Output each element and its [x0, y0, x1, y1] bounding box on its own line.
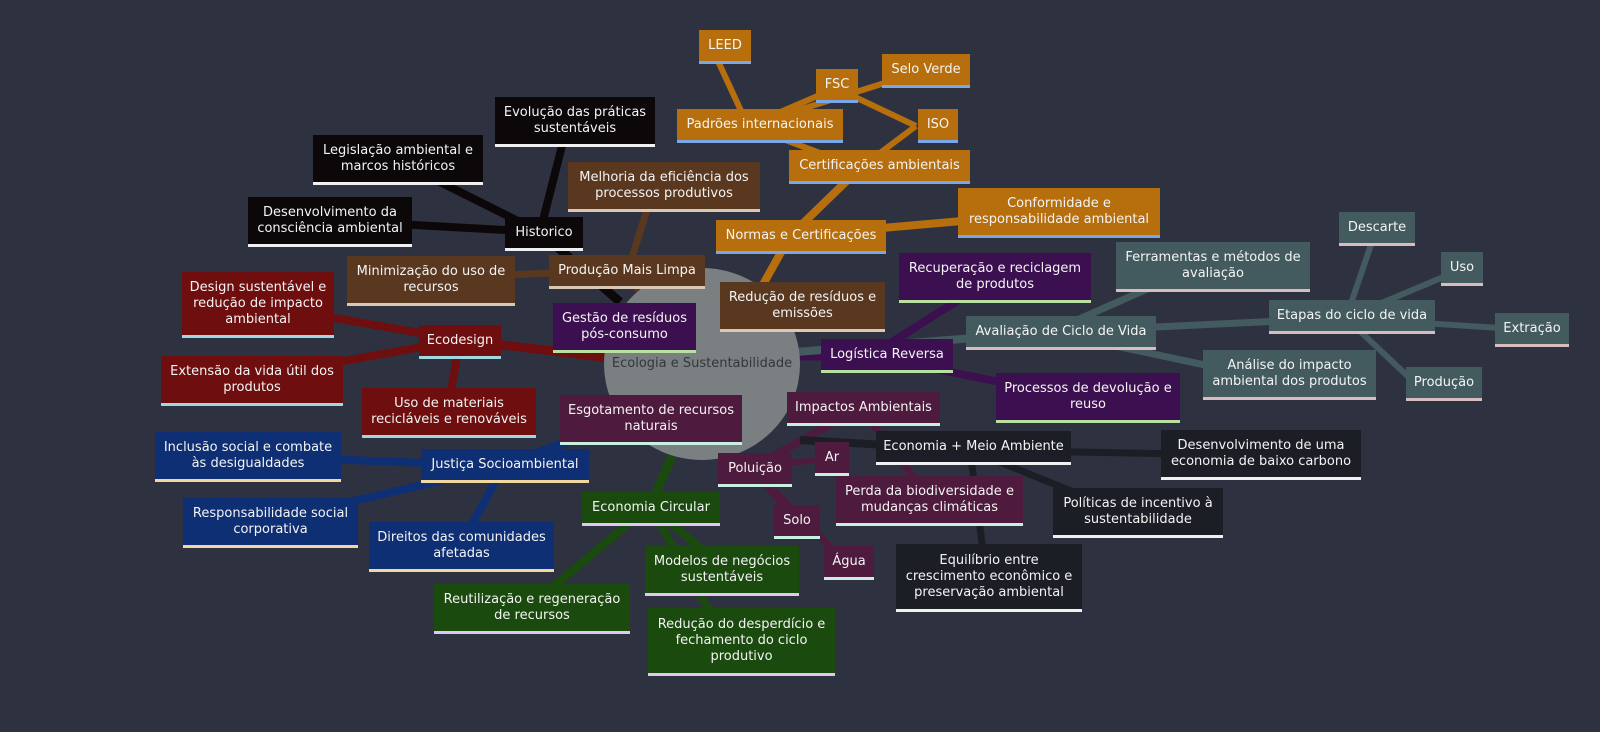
- node-extensao-vida-util[interactable]: Extensão da vida útil dos produtos: [161, 356, 343, 406]
- node-recuperacao-reciclagem[interactable]: Recuperação e reciclagem de produtos: [899, 253, 1091, 303]
- node-extracao[interactable]: Extração: [1495, 313, 1569, 347]
- node-perda-biodiversidade[interactable]: Perda da biodiversidade e mudanças climá…: [836, 476, 1023, 526]
- node-desenvolvimento-consciencia[interactable]: Desenvolvimento da consciência ambiental: [248, 197, 412, 247]
- node-impactos-ambientais[interactable]: Impactos Ambientais: [787, 392, 940, 426]
- node-reutilizacao-regeneracao[interactable]: Reutilização e regeneração de recursos: [434, 584, 630, 634]
- node-iso[interactable]: ISO: [918, 109, 958, 143]
- node-baixo-carbono[interactable]: Desenvolvimento de uma economia de baixo…: [1161, 430, 1361, 480]
- node-economia-meio-ambiente[interactable]: Economia + Meio Ambiente: [876, 431, 1071, 465]
- node-design-sustentavel[interactable]: Design sustentável e redução de impacto …: [182, 272, 334, 338]
- node-etapas-ciclo-vida[interactable]: Etapas do ciclo de vida: [1269, 300, 1435, 334]
- node-poluicao[interactable]: Poluição: [718, 453, 792, 487]
- node-equilibrio[interactable]: Equilíbrio entre crescimento econômico e…: [896, 544, 1082, 612]
- node-producao-mais-limpa[interactable]: Produção Mais Limpa: [549, 255, 705, 289]
- node-gestao-residuos[interactable]: Gestão de resíduos pós-consumo: [553, 303, 696, 353]
- node-ar[interactable]: Ar: [815, 442, 849, 476]
- node-economia-circular[interactable]: Economia Circular: [582, 492, 720, 526]
- node-fsc[interactable]: FSC: [816, 69, 858, 103]
- node-uso[interactable]: Uso: [1441, 252, 1483, 286]
- node-ecodesign[interactable]: Ecodesign: [419, 325, 501, 359]
- node-evolucao-praticas[interactable]: Evolução das práticas sustentáveis: [495, 97, 655, 147]
- node-analise-impacto[interactable]: Análise do impacto ambiental dos produto…: [1203, 350, 1376, 400]
- node-modelos-negocios[interactable]: Modelos de negócios sustentáveis: [645, 546, 799, 596]
- node-melhoria-eficiencia[interactable]: Melhoria da eficiência dos processos pro…: [568, 162, 760, 212]
- node-solo[interactable]: Solo: [774, 505, 820, 539]
- central-topic-label: Ecologia e Sustentabilidade: [611, 356, 793, 371]
- node-minimizacao-recursos[interactable]: Minimização do uso de recursos: [347, 256, 515, 306]
- node-processos-devolucao[interactable]: Processos de devolução e reuso: [996, 373, 1180, 423]
- node-inclusao-social[interactable]: Inclusão social e combate às desigualdad…: [155, 432, 341, 482]
- node-padroes-internacionais[interactable]: Padrões internacionais: [677, 109, 843, 143]
- node-conformidade[interactable]: Conformidade e responsabilidade ambienta…: [958, 188, 1160, 238]
- node-esgotamento-recursos[interactable]: Esgotamento de recursos naturais: [560, 395, 742, 445]
- node-uso-materiais[interactable]: Uso de materiais recicláveis e renovávei…: [362, 388, 536, 438]
- node-producao[interactable]: Produção: [1406, 367, 1482, 401]
- node-leed[interactable]: LEED: [699, 30, 751, 64]
- node-historico[interactable]: Historico: [505, 217, 583, 251]
- node-normas-certificacoes[interactable]: Normas e Certificações: [716, 220, 886, 254]
- node-certificacoes-ambientais[interactable]: Certificações ambientais: [789, 150, 970, 184]
- node-reducao-residuos[interactable]: Redução de resíduos e emissões: [720, 282, 885, 332]
- node-descarte[interactable]: Descarte: [1339, 212, 1415, 246]
- node-responsabilidade-social[interactable]: Responsabilidade social corporativa: [183, 498, 358, 548]
- node-ferramentas-metodos[interactable]: Ferramentas e métodos de avaliação: [1116, 242, 1310, 292]
- node-agua[interactable]: Água: [824, 546, 874, 580]
- node-avaliacao-ciclo-vida[interactable]: Avaliação de Ciclo de Vida: [966, 316, 1156, 350]
- node-selo-verde[interactable]: Selo Verde: [882, 54, 970, 88]
- node-direitos-comunidades[interactable]: Direitos das comunidades afetadas: [369, 522, 554, 572]
- node-justica-socioambiental[interactable]: Justiça Socioambiental: [421, 449, 589, 483]
- connector: [536, 129, 570, 233]
- node-reducao-desperdicio[interactable]: Redução do desperdício e fechamento do c…: [648, 608, 835, 676]
- node-politicas-incentivo[interactable]: Políticas de incentivo à sustentabilidad…: [1053, 488, 1223, 538]
- node-logistica-reversa[interactable]: Logística Reversa: [821, 339, 953, 373]
- node-legislacao[interactable]: Legislação ambiental e marcos históricos: [313, 135, 483, 185]
